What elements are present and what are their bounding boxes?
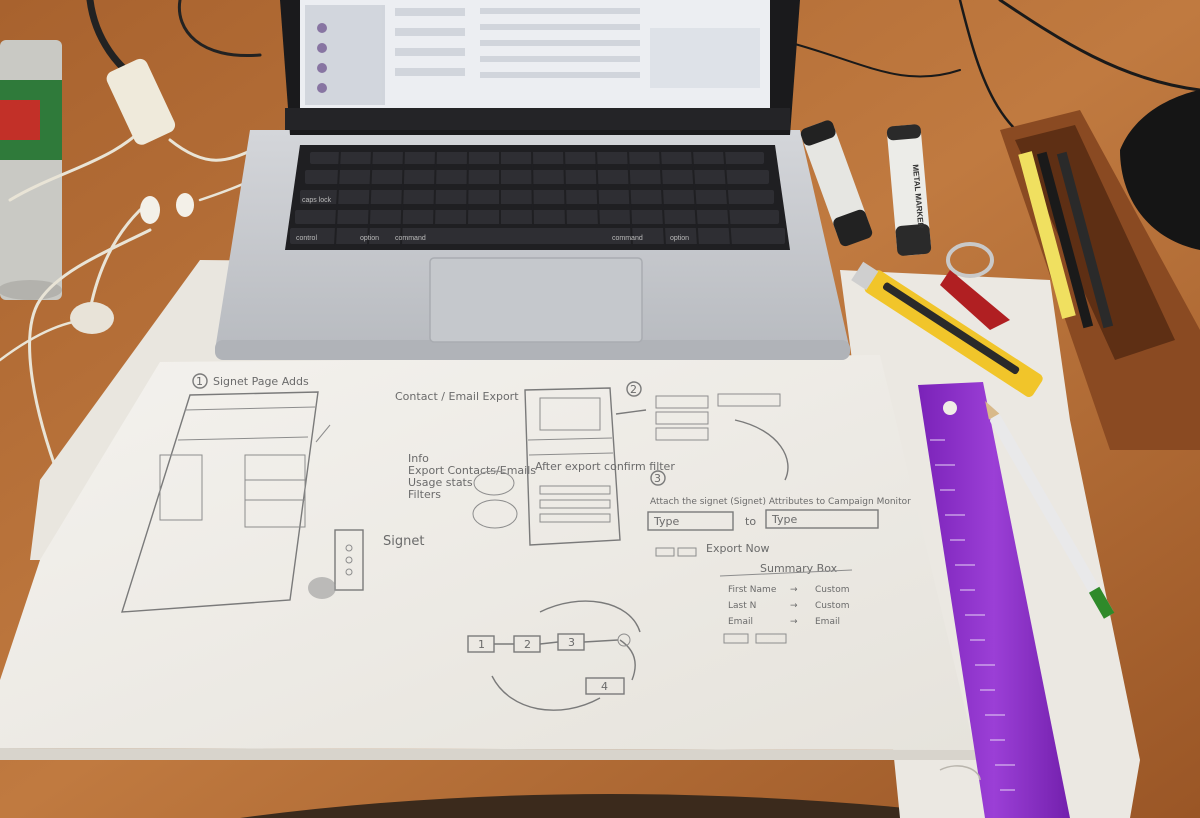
box-cutter <box>851 261 1043 398</box>
sketch-flow-node-3: 3 <box>568 636 575 649</box>
headphones <box>1120 90 1200 250</box>
sketch-map-r2-c1: Last N <box>728 601 756 611</box>
trackpad[interactable] <box>429 257 643 343</box>
sketch-map-r2-c2: → <box>790 601 798 611</box>
sketch-type-left: Type <box>653 515 679 528</box>
sketch-map-r2-c3: Custom <box>815 601 849 611</box>
marker-black <box>800 120 873 247</box>
soup-can <box>0 40 62 300</box>
sketch-bullet-1: Info <box>408 452 429 465</box>
sketch-step-3: 3 <box>654 472 661 485</box>
sketch-map-r1-c1: First Name <box>728 585 777 595</box>
sketch-map-r3-c1: Email <box>728 617 753 627</box>
sketch-flow-node-4: 4 <box>601 680 608 693</box>
sketch-flow-node-1: 1 <box>478 638 485 651</box>
pencil-tray <box>1000 110 1200 450</box>
chair-edge <box>240 794 1000 818</box>
sketch-bullet-2: Export Contacts/Emails <box>408 464 536 477</box>
sketch-page1-title: Signet Page Adds <box>213 375 309 388</box>
ruler <box>918 382 1070 818</box>
paper-curl <box>939 765 981 781</box>
marker-metal: METAL MARKER <box>886 124 932 256</box>
key-command-right[interactable]: command <box>612 235 643 242</box>
key-option[interactable]: option <box>360 235 379 242</box>
sketch-bullet-4: Filters <box>408 488 441 501</box>
keychain <box>940 242 1010 330</box>
sketch-to-label: to <box>745 515 756 528</box>
sketch-map-r1-c3: Custom <box>815 585 849 595</box>
sketch-export-note: Contact / Email Export <box>395 390 519 403</box>
sketch-flow: 1 2 3 4 <box>467 600 641 711</box>
sketch-bullets: Info Export Contacts/Emails Usage stats … <box>408 452 536 501</box>
sketch-map-r3-c2: → <box>790 617 798 627</box>
sketch-drawing: 1 Signet Page Adds Contact / Email Expor… <box>121 373 911 711</box>
key-option-right[interactable]: option <box>670 235 689 242</box>
key-caps-lock[interactable]: caps lock <box>302 197 332 204</box>
sketch-attr-note: Attach the signet (Signet) Attributes to… <box>650 497 911 507</box>
sketch-bullet-3: Usage stats <box>408 476 473 489</box>
pencil <box>985 400 1115 619</box>
laptop: caps lock control option command command… <box>215 0 850 360</box>
key-control[interactable]: control <box>296 235 317 242</box>
sketch-after-export: After export confirm filter <box>535 460 675 473</box>
sketch-map-r1-c2: → <box>790 585 798 595</box>
sketch-paper <box>0 355 975 750</box>
sketch-map-r3-c3: Email <box>815 617 840 627</box>
sketch-mapping: First Name → Custom Last N → Custom Emai… <box>728 585 849 627</box>
spacebar[interactable] <box>440 230 605 244</box>
sketch-step-1: 1 <box>196 375 203 388</box>
sketch-paper-underlayer <box>0 748 980 760</box>
sketch-scribble <box>308 577 336 599</box>
sketch-export-now: Export Now <box>706 542 769 555</box>
sketch-flow-node-2: 2 <box>524 638 531 651</box>
sketch-type-right: Type <box>771 513 797 526</box>
sketch-summary-label: Summary Box <box>760 562 838 575</box>
sketch-step-2: 2 <box>630 383 637 396</box>
usb-adapter <box>70 58 194 334</box>
key-command[interactable]: command <box>395 235 426 242</box>
sketch-signet-label: Signet <box>383 534 424 549</box>
